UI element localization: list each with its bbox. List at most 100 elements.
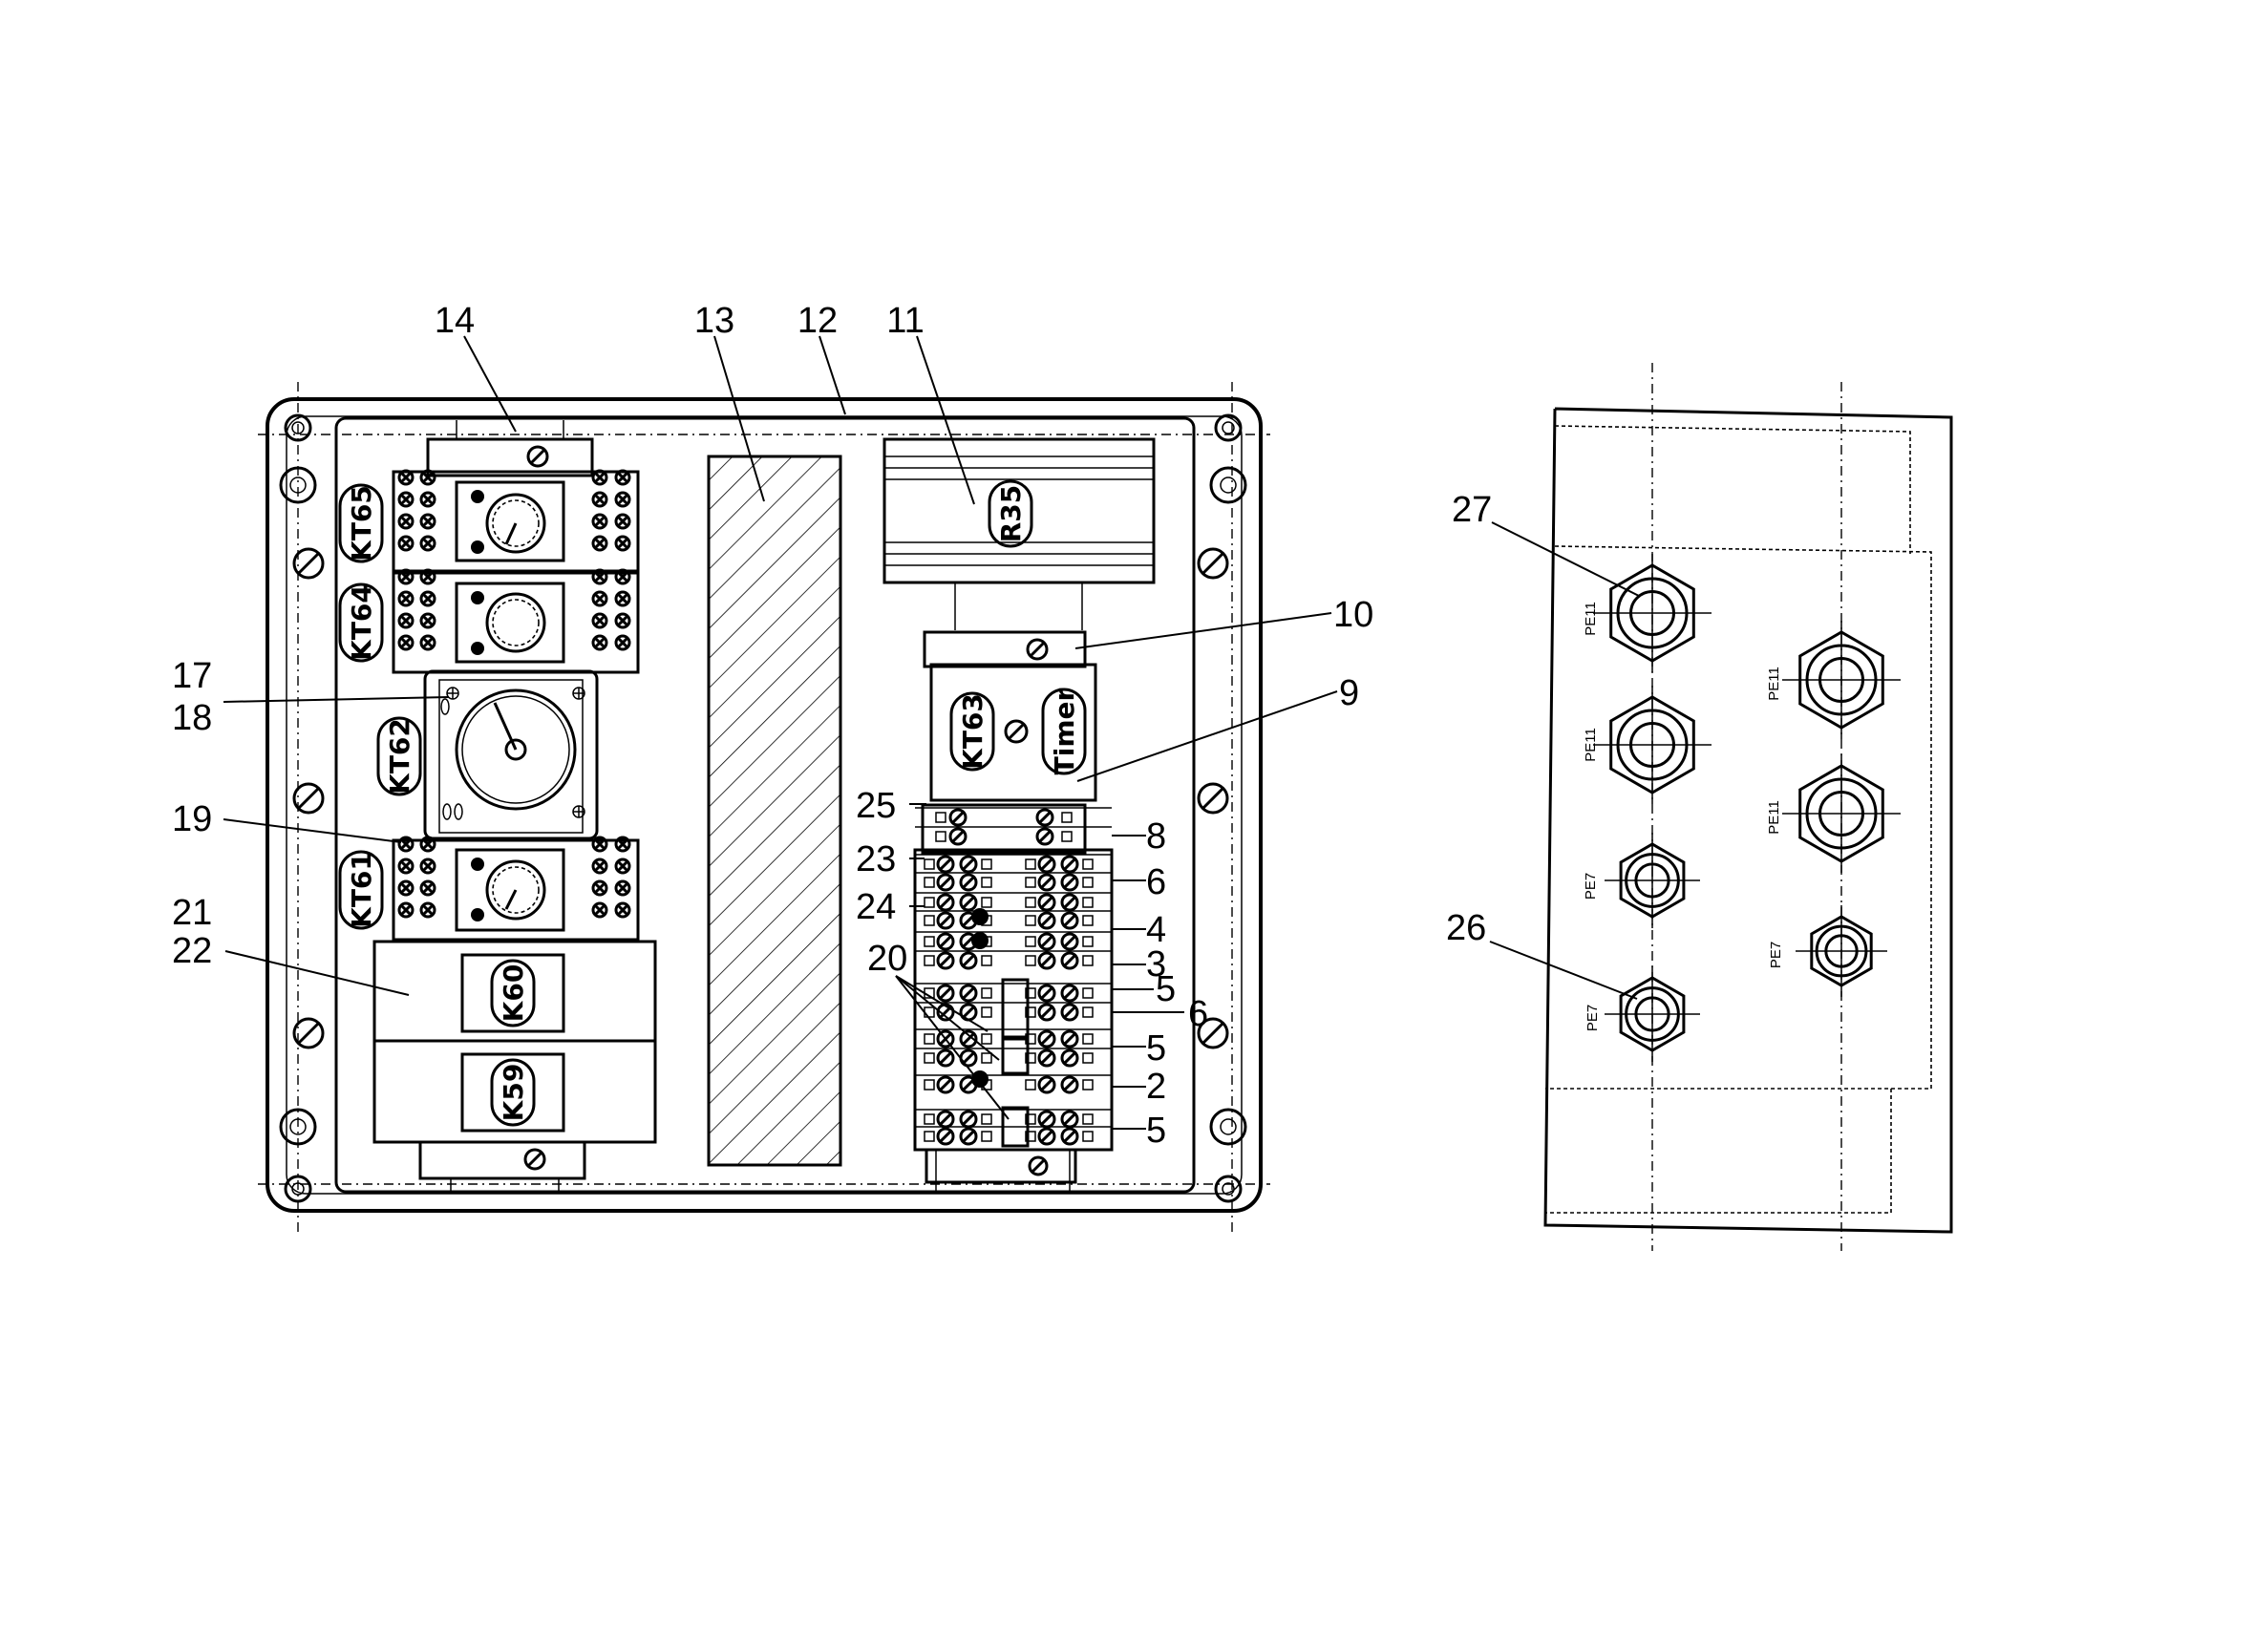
terminal-screw-icon — [591, 612, 608, 629]
terminal-screw-icon — [614, 612, 631, 629]
callout-26: 26 — [1446, 908, 1486, 948]
terminal-screw-icon — [419, 879, 436, 897]
slotted-terminal-screw-icon — [1060, 855, 1079, 874]
slotted-terminal-screw-icon — [1037, 893, 1056, 912]
terminal-screw-icon — [591, 568, 608, 585]
gland-label-3: PE7 — [1583, 873, 1599, 900]
cable-gland-icon — [1782, 754, 1901, 873]
terminal-screw-icon — [419, 491, 436, 508]
leader-lines — [223, 335, 1640, 1130]
cable-duct — [707, 455, 842, 1167]
slotted-terminal-screw-icon — [1060, 893, 1079, 912]
terminal-screw-icon — [419, 568, 436, 585]
terminal-screw-icon — [591, 535, 608, 552]
cable-gland-icon — [1796, 905, 1887, 997]
slotted-screw-icon — [1197, 1017, 1229, 1049]
slotted-terminal-screw-icon — [1037, 1029, 1056, 1048]
slotted-screw-icon — [1197, 782, 1229, 815]
screw-icon — [1209, 1108, 1247, 1146]
callout-numbers: 14 13 12 11 10 9 17 18 19 21 22 25 8 23 … — [172, 301, 1492, 1151]
terminal-screw-icon — [397, 612, 415, 629]
slotted-terminal-screw-icon — [936, 1048, 955, 1068]
callout-13: 13 — [694, 301, 734, 341]
slotted-terminal-screw-icon — [959, 893, 978, 912]
bridge-block — [1001, 1106, 1030, 1148]
tag-kt62: KT62 — [384, 718, 415, 794]
slotted-terminal-screw-icon — [1060, 1029, 1079, 1048]
slotted-terminal-screw-icon — [1035, 808, 1054, 827]
slotted-screw-icon — [292, 1017, 325, 1049]
screw-icon — [1214, 413, 1243, 442]
timer-kt63 — [929, 663, 1097, 802]
callout-22: 22 — [172, 931, 212, 971]
terminal-screw-icon — [397, 634, 415, 651]
slotted-terminal-screw-icon — [1060, 1127, 1079, 1146]
callout-2: 2 — [1146, 1067, 1166, 1107]
terminal-screw-icon — [614, 879, 631, 897]
gland-plate-side-view — [1543, 363, 1953, 1251]
terminal-screw-icon — [591, 634, 608, 651]
slotted-terminal-screw-icon — [936, 855, 955, 874]
cable-gland-icon — [1782, 621, 1901, 739]
terminal-screw-icon — [614, 469, 631, 486]
slotted-terminal-screw-icon — [1035, 827, 1054, 846]
slotted-terminal-screw-icon — [936, 1075, 955, 1094]
callout-27: 27 — [1452, 490, 1492, 530]
terminal-screw-icon — [397, 513, 415, 530]
terminal-screw-icon — [397, 491, 415, 508]
terminal-screw-icon — [614, 858, 631, 875]
slotted-terminal-screw-icon — [948, 827, 968, 846]
relay-kt61 — [392, 838, 640, 942]
terminal-screw-icon — [591, 858, 608, 875]
rail-end-clamp-right-top — [923, 630, 1087, 668]
gland-label-1: PE11 — [1583, 602, 1599, 636]
slotted-terminal-screw-icon — [959, 1127, 978, 1146]
slotted-terminal-screw-icon — [936, 984, 955, 1003]
relay-kt62 — [423, 669, 599, 840]
tag-kt64: KT64 — [346, 584, 377, 661]
slotted-terminal-screw-icon — [1060, 1048, 1079, 1068]
terminal-screw-icon — [397, 901, 415, 919]
slotted-terminal-screw-icon — [1060, 932, 1079, 951]
callout-19: 19 — [172, 799, 212, 839]
terminal-screw-icon — [614, 491, 631, 508]
terminal-screw-icon — [397, 879, 415, 897]
terminal-screw-icon — [397, 469, 415, 486]
slotted-screw-icon — [1197, 547, 1229, 580]
cable-gland-icon — [1605, 966, 1700, 1062]
tag-k60: K60 — [498, 964, 529, 1023]
callout-14: 14 — [435, 301, 475, 341]
callout-10: 10 — [1333, 595, 1373, 635]
gland-label-2: PE11 — [1583, 728, 1599, 762]
slotted-terminal-screw-icon — [1060, 1003, 1079, 1022]
slotted-terminal-screw-icon — [959, 1029, 978, 1048]
callout-5c: 5 — [1146, 1111, 1166, 1151]
terminal-screw-icon — [591, 879, 608, 897]
slotted-terminal-screw-icon — [959, 1110, 978, 1129]
terminal-screw-icon — [397, 590, 415, 607]
slotted-terminal-screw-icon — [1037, 1075, 1056, 1094]
terminal-screw-icon — [397, 568, 415, 585]
callout-5a: 5 — [1156, 969, 1176, 1009]
slotted-terminal-screw-icon — [959, 873, 978, 892]
terminal-screw-icon — [614, 513, 631, 530]
slotted-terminal-screw-icon — [1037, 1003, 1056, 1022]
slotted-terminal-screw-icon — [1060, 1075, 1079, 1094]
cable-glands — [1593, 554, 1901, 1062]
slotted-terminal-screw-icon — [1060, 951, 1079, 970]
component-tags: KT65 KT64 KT62 KT61 K60 K59 R35 KT63 — [338, 479, 1087, 1127]
terminal-screw-icon — [419, 535, 436, 552]
terminal-screw-icon — [591, 491, 608, 508]
screw-icon — [1214, 1175, 1243, 1203]
gland-label-4: PE7 — [1584, 1005, 1601, 1031]
terminal-screw-icon — [614, 568, 631, 585]
corner-screws — [279, 413, 1247, 1203]
slotted-terminal-screw-icon — [936, 893, 955, 912]
terminal-block-strip — [913, 803, 1114, 1194]
terminal-screw-icon — [591, 469, 608, 486]
terminal-screw-icon — [614, 590, 631, 607]
slotted-screw-icon — [292, 782, 325, 815]
gland-labels: PE11 PE11 PE7 PE7 PE11 PE11 PE7 — [1583, 602, 1784, 1031]
cable-gland-icon — [1593, 554, 1712, 672]
resistor-r35 — [882, 437, 1156, 630]
